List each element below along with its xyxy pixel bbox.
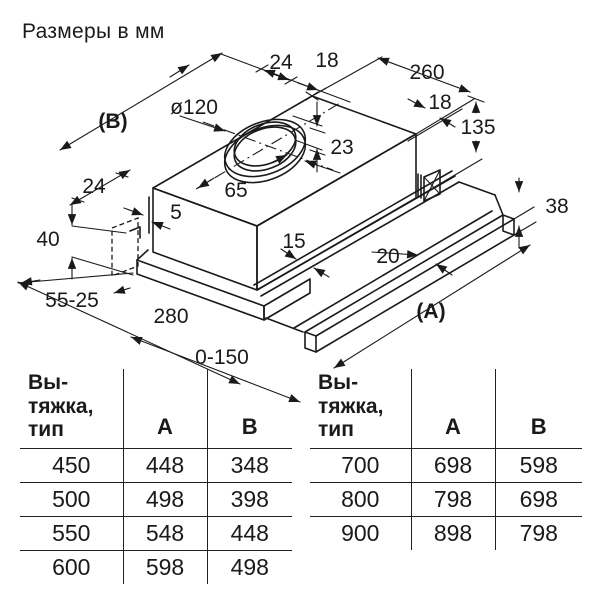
cell-a: 598	[122, 550, 207, 584]
cell-a: 448	[122, 448, 207, 483]
dim-label-0-150: 0-150	[195, 346, 249, 369]
cell-b: 348	[206, 448, 292, 483]
table-header-row: Вы- тяжка, тип A B	[20, 369, 292, 449]
dim-label-55-25: 55-25	[45, 289, 99, 312]
cell-a: 498	[122, 482, 207, 517]
dim-label-5: 5	[170, 201, 182, 224]
cell-type: 550	[20, 516, 123, 551]
cell-type: 800	[310, 482, 411, 517]
header-hood-type: Вы- тяжка, тип	[20, 369, 123, 449]
dim-label-15: 15	[282, 230, 305, 253]
dim-label-left-24: 24	[82, 175, 106, 198]
cell-b: 398	[206, 482, 292, 517]
dim-label-20: 20	[376, 245, 399, 268]
cell-type: 450	[20, 448, 123, 483]
table-row: 550 548 448	[20, 516, 292, 551]
dim-label-38: 38	[545, 195, 568, 218]
table-row: 500 498 398	[20, 482, 292, 517]
cell-a: 548	[122, 516, 207, 551]
dim-label-280: 280	[153, 305, 188, 328]
dim-label-top-18: 18	[315, 49, 338, 72]
dim-label-diameter-120: ø120	[170, 96, 218, 119]
cell-type: 700	[310, 448, 411, 483]
size-table-700-900: Вы- тяжка, тип A B 700 698 598 800 798 6…	[310, 369, 582, 550]
cell-b: 448	[206, 516, 292, 551]
dimension-labels: 24 18 260 18 135 ø120 23 (B) 24 65 5 40 …	[36, 49, 568, 369]
size-table-450-600: Вы- тяжка, тип A B 450 448 348 500 498 3…	[20, 369, 292, 584]
dim-label-top-24: 24	[269, 51, 293, 74]
table-row: 900 898 798	[310, 516, 582, 550]
wall-bracket-hidden	[111, 217, 141, 277]
dim-label-260: 260	[409, 61, 444, 84]
table-row: 800 798 698	[310, 482, 582, 517]
header-col-a: A	[122, 369, 207, 449]
dim-label-65: 65	[224, 179, 247, 202]
cell-a: 698	[410, 448, 495, 483]
cell-type: 900	[341, 519, 380, 546]
page-title: Размеры в мм	[22, 20, 165, 43]
cell-b: 598	[494, 448, 582, 483]
table-header-row: Вы- тяжка, тип A B	[310, 369, 582, 449]
header-col-b: B	[206, 369, 292, 449]
cell-b: 498	[206, 550, 292, 584]
header-hood-type: Вы- тяжка, тип	[310, 369, 411, 449]
header-col-a: A	[410, 369, 495, 449]
dim-label-40: 40	[36, 228, 59, 251]
ref-label-a: (A)	[416, 300, 445, 323]
header-col-b: B	[494, 369, 582, 449]
cell-b: 798	[494, 516, 582, 550]
cell-b: 698	[494, 482, 582, 517]
dim-label-right-18: 18	[428, 91, 451, 114]
cell-type: 600	[52, 553, 91, 580]
dimension-lines	[17, 52, 537, 403]
dim-label-23: 23	[330, 136, 353, 159]
ref-label-b: (B)	[98, 110, 127, 133]
table-row: 450 448 348	[20, 448, 292, 483]
rail-bracket	[417, 169, 441, 202]
table-row: 600 598 498	[20, 550, 292, 584]
cell-type: 500	[20, 482, 123, 517]
cell-a: 898	[410, 516, 495, 550]
cell-a: 798	[410, 482, 495, 517]
dim-label-135: 135	[460, 116, 495, 139]
table-row: 700 698 598	[310, 448, 582, 483]
